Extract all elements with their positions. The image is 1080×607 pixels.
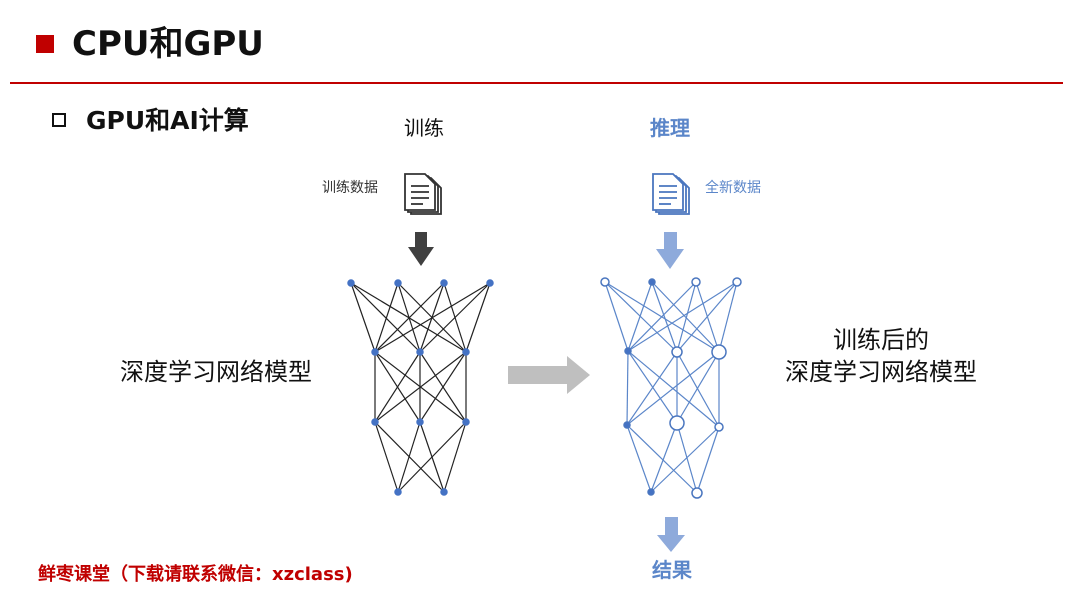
training-network — [347, 279, 494, 496]
network-node — [416, 348, 424, 356]
network-edge — [350, 282, 421, 353]
network-node — [691, 277, 701, 287]
network-node — [486, 279, 494, 287]
network-edge — [718, 281, 738, 353]
network-edge — [626, 424, 698, 494]
network-node — [624, 347, 632, 355]
network-edge — [651, 281, 678, 353]
footer-credit: 鲜枣课堂（下载请联系微信：xzclass) — [38, 564, 353, 585]
network-edge — [626, 351, 678, 426]
trained-model-label-line1: 训练后的 — [833, 326, 929, 354]
title-divider — [10, 82, 1063, 84]
inference-heading: 推理 — [650, 116, 690, 140]
network-node — [371, 348, 379, 356]
subtitle-bullet — [52, 113, 66, 127]
inference-data-label: 全新数据 — [705, 180, 761, 196]
network-node — [648, 278, 656, 286]
network-node — [394, 488, 402, 496]
title-bullet — [36, 35, 54, 53]
network-edge — [397, 421, 421, 493]
network-edge — [604, 281, 678, 353]
network-edge — [626, 350, 629, 426]
trained-model-label-line2: 深度学习网络模型 — [785, 358, 977, 386]
network-edge — [627, 281, 738, 352]
network-edge — [374, 282, 445, 353]
network-node — [600, 277, 610, 287]
network-edge — [651, 281, 720, 353]
network-node — [647, 488, 655, 496]
network-node — [394, 279, 402, 287]
training-model-label: 深度学习网络模型 — [120, 358, 312, 386]
network-node — [462, 348, 470, 356]
network-node — [440, 488, 448, 496]
network-edge — [627, 281, 697, 352]
network-edge — [627, 350, 720, 428]
network-node — [714, 422, 724, 432]
network-edge — [626, 424, 652, 493]
result-label: 结果 — [652, 558, 692, 582]
training-heading: 训练 — [404, 116, 444, 140]
network-edge — [374, 282, 491, 353]
training-data-label: 训练数据 — [322, 180, 378, 196]
document-stack-icon — [404, 173, 442, 215]
network-edge — [443, 421, 467, 493]
network-edge — [419, 351, 467, 423]
network-node — [671, 346, 683, 358]
network-edge — [350, 282, 376, 353]
down-arrow-result — [657, 517, 685, 552]
network-edge — [676, 281, 697, 353]
network-node — [440, 279, 448, 287]
down-arrow-inference-input — [656, 232, 684, 269]
network-edge — [604, 281, 629, 352]
network-node — [732, 277, 742, 287]
network-edge — [397, 421, 467, 493]
network-node — [623, 421, 631, 429]
network-edge — [676, 281, 738, 353]
network-node — [691, 487, 703, 499]
section-subtitle: GPU和AI计算 — [86, 106, 249, 135]
down-arrow-training-input — [408, 232, 434, 266]
network-node — [347, 279, 355, 287]
network-edge — [419, 282, 491, 353]
network-node — [462, 418, 470, 426]
network-edge — [374, 282, 399, 353]
network-edge — [465, 282, 491, 353]
network-node — [711, 344, 727, 360]
network-edge — [696, 426, 720, 494]
network-edge — [650, 422, 678, 493]
network-edge — [676, 351, 720, 428]
page-title: CPU和GPU — [72, 24, 264, 64]
network-edge — [626, 351, 720, 426]
network-edge — [676, 351, 720, 424]
network-edge — [650, 426, 720, 493]
inference-network — [600, 277, 742, 499]
network-node — [669, 415, 685, 431]
network-node — [416, 418, 424, 426]
network-edge — [627, 281, 653, 352]
document-stack-icon — [652, 173, 690, 215]
network-edge — [374, 351, 467, 423]
network-edge — [374, 421, 399, 493]
right-arrow-grey — [508, 356, 590, 394]
network-node — [371, 418, 379, 426]
network-edge — [374, 351, 421, 423]
